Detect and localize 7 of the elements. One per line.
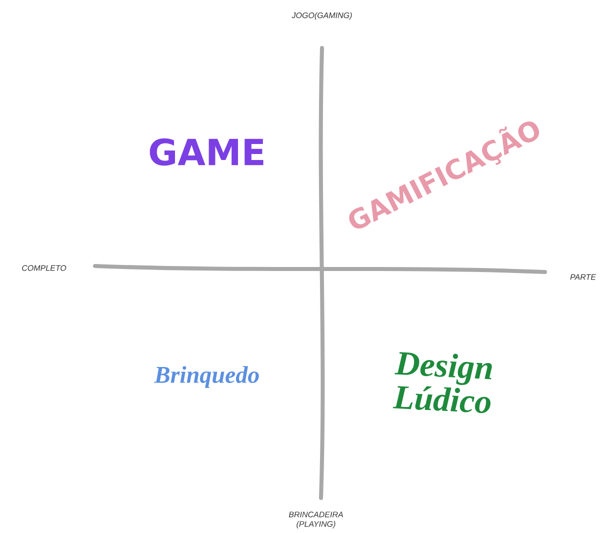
axis-label: COMPLETO: [22, 265, 66, 271]
axis-label: PARTE: [570, 274, 596, 280]
quadrant-title: GAME: [150, 138, 264, 166]
quadrant-title: Brinquedo: [154, 366, 259, 388]
axis-label: BRINCADEIRA (PLAYING): [288, 512, 343, 528]
quadrant-title: Design Lúdico: [392, 352, 492, 414]
axis-label: JOGO(GAMING): [292, 12, 352, 20]
